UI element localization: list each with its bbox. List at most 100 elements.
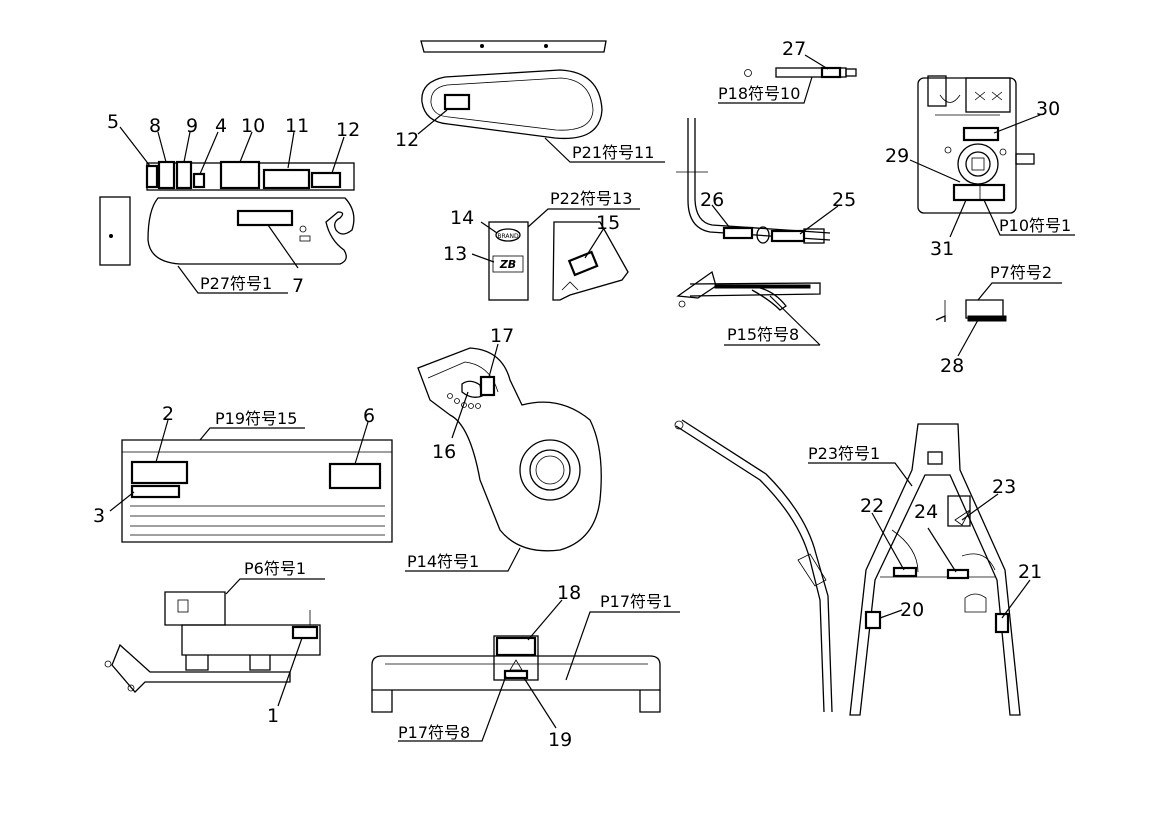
ref-p22: P22符号13	[550, 189, 632, 208]
ref-p7: P7符号2	[990, 263, 1052, 282]
model-badge	[492, 255, 524, 273]
ref-p18: P18符号10	[718, 84, 800, 103]
callout-28: 28	[940, 355, 964, 377]
decal-25	[770, 229, 806, 243]
decal-8	[157, 160, 176, 190]
decal-4	[192, 172, 206, 189]
long-handle-bar	[675, 425, 825, 713]
engine-fuel-tank	[965, 77, 1011, 113]
callout-21: 21	[1018, 561, 1042, 583]
decal-10	[219, 160, 261, 190]
long-handle-group	[674, 419, 833, 713]
callout-26: 26	[700, 189, 724, 211]
handle-pipe-group: 26 25	[676, 118, 856, 244]
callout-23: 23	[992, 476, 1016, 498]
decal-1	[291, 625, 319, 640]
callout-20: 20	[900, 599, 924, 621]
decal-5	[145, 164, 159, 189]
clutch-handle-group: P15符号8	[676, 270, 821, 346]
callout-25: 25	[832, 189, 856, 211]
callout-31: 31	[930, 238, 954, 260]
svg-text:BRAND: BRAND	[497, 233, 519, 240]
decal-18	[495, 636, 537, 657]
decal-29-31	[952, 183, 1006, 202]
lower-bar-center-box	[493, 635, 539, 681]
decal-12-belt-cover	[443, 93, 471, 111]
callout-19: 19	[548, 729, 572, 751]
cover-panel	[147, 197, 355, 265]
engine-carburetor	[927, 75, 947, 107]
clutch-pipe	[689, 282, 821, 297]
decal-12-left	[310, 171, 342, 189]
ref-p19: P19符号15	[215, 409, 297, 428]
ref-p6: P6符号1	[244, 559, 306, 578]
callout-10: 10	[241, 115, 265, 137]
decal-16	[461, 380, 483, 398]
callout-3: 3	[93, 505, 105, 527]
callout-13: 13	[443, 243, 467, 265]
callout-12-belt: 12	[395, 129, 419, 151]
logo-panel-group: BRAND ZB 14 13 15 P22符号13	[443, 189, 640, 301]
callout-30: 30	[1036, 98, 1060, 120]
decal-26	[722, 226, 754, 240]
lower-bar	[371, 655, 661, 691]
handle-pipe-outer	[687, 118, 831, 241]
callout-18: 18	[557, 582, 581, 604]
belt-cover-top	[420, 40, 607, 53]
belt-cover-group: 12 P21符号11	[395, 40, 665, 163]
decal-24	[946, 568, 970, 580]
decal-22	[892, 566, 918, 578]
ref-p17a: P17符号1	[600, 592, 672, 611]
clutch-bracket-top	[164, 591, 226, 626]
callout-14: 14	[450, 207, 474, 229]
callout-9: 9	[186, 115, 198, 137]
decal-15	[567, 250, 599, 277]
decal-9	[175, 160, 193, 190]
chute-group: 2 3 6 P19符号15	[93, 403, 393, 543]
ref-p10: P10符号1	[999, 216, 1071, 235]
ref-p21: P21符号11	[572, 143, 654, 162]
decal-2	[130, 460, 189, 485]
small-side-panel	[99, 196, 131, 266]
callout-16: 16	[432, 441, 456, 463]
decal-11	[262, 168, 311, 190]
engine-group: 30 29 31 P10符号1	[885, 75, 1075, 260]
ref-p23: P23符号1	[808, 444, 880, 463]
brand-badge	[495, 228, 521, 242]
chute-body	[121, 439, 393, 543]
clutch-bracket	[676, 270, 717, 299]
bracket-28-group: 28 P7符号2	[935, 263, 1062, 377]
callout-22: 22	[860, 495, 884, 517]
engine-starter	[957, 143, 999, 185]
bracket-28	[965, 299, 1004, 319]
ref-p17b: P17符号8	[398, 723, 470, 742]
callout-17: 17	[490, 325, 514, 347]
decal-17	[479, 375, 496, 397]
callout-29: 29	[885, 145, 909, 167]
decal-20	[864, 610, 882, 630]
callout-15: 15	[596, 212, 620, 234]
callout-7: 7	[292, 275, 304, 297]
auger-housing-group: 17 16 P14符号1	[405, 325, 602, 572]
clutch-bracket-group: 1 P6符号1	[104, 559, 325, 727]
cover-panel-group: 5 8 9 4 10 11 12 7 P27符号1	[99, 111, 360, 297]
belt-cover	[421, 69, 603, 140]
clutch-bracket-body	[181, 624, 321, 656]
callout-8: 8	[149, 115, 161, 137]
decal-7	[236, 209, 294, 227]
lower-bar-group: 18 19 P17符号8 P17符号1	[371, 582, 680, 751]
callout-24: 24	[914, 501, 938, 523]
logo-plate	[488, 221, 529, 301]
callout-11: 11	[285, 115, 309, 137]
decal-6	[328, 462, 382, 490]
callout-4: 4	[215, 115, 227, 137]
lever-27-group: 27 P18符号10	[718, 38, 857, 104]
main-frame	[849, 423, 1021, 716]
callout-1: 1	[267, 705, 279, 727]
auger-housing	[417, 347, 602, 552]
triangle-panel	[552, 221, 629, 301]
decal-21	[994, 612, 1010, 634]
decal-19	[503, 669, 529, 680]
callout-12-left: 12	[336, 119, 360, 141]
